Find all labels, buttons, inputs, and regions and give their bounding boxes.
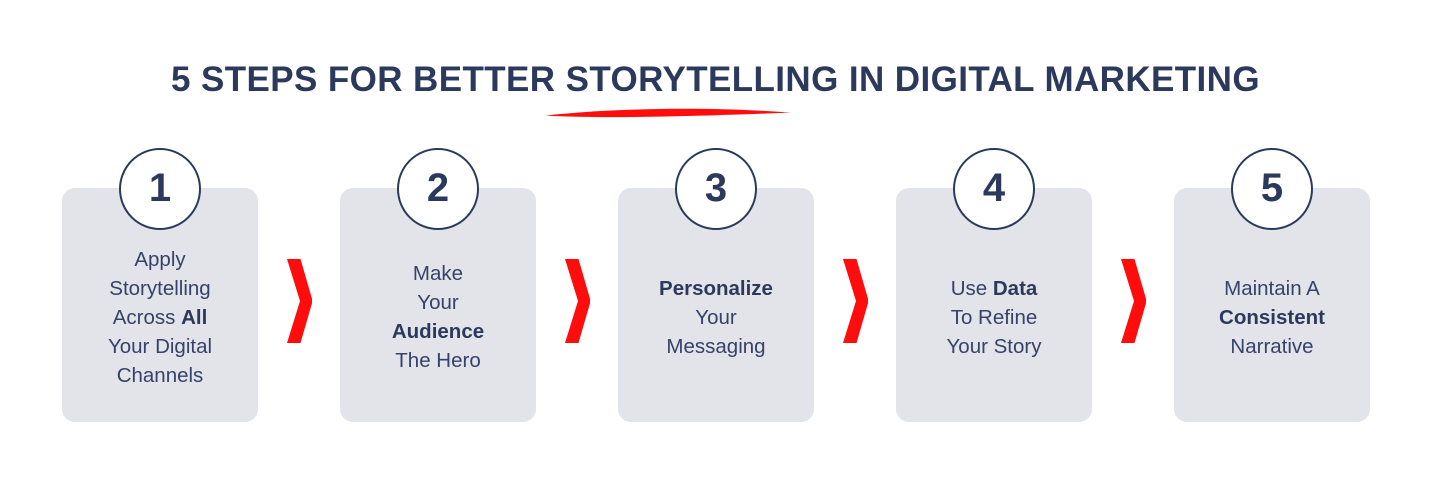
step-number-badge-4: 4 [953,148,1035,230]
page-title: 5 STEPS FOR BETTER STORYTELLING IN DIGIT… [170,60,1260,99]
step-number-label-5: 5 [1260,166,1284,210]
page-title-block: 5 STEPS FOR BETTER STORYTELLING IN DIGIT… [0,58,1431,102]
chevron-right-icon-1 [285,151,313,425]
step-number-badge-2: 2 [397,148,479,230]
step-number-label-2: 2 [426,166,450,210]
red-swoosh-underline-icon [545,108,791,118]
step-number-label-3: 3 [704,166,728,210]
step-number-badge-5: 5 [1231,148,1313,230]
step-number-label-1: 1 [148,166,172,210]
step-number-label-4: 4 [982,166,1006,210]
step-number-badge-3: 3 [675,148,757,230]
chevron-right-icon-3 [841,151,869,425]
step-number-badge-1: 1 [119,148,201,230]
chevron-right-icon-2 [563,151,591,425]
chevron-right-icon-4 [1119,151,1147,425]
